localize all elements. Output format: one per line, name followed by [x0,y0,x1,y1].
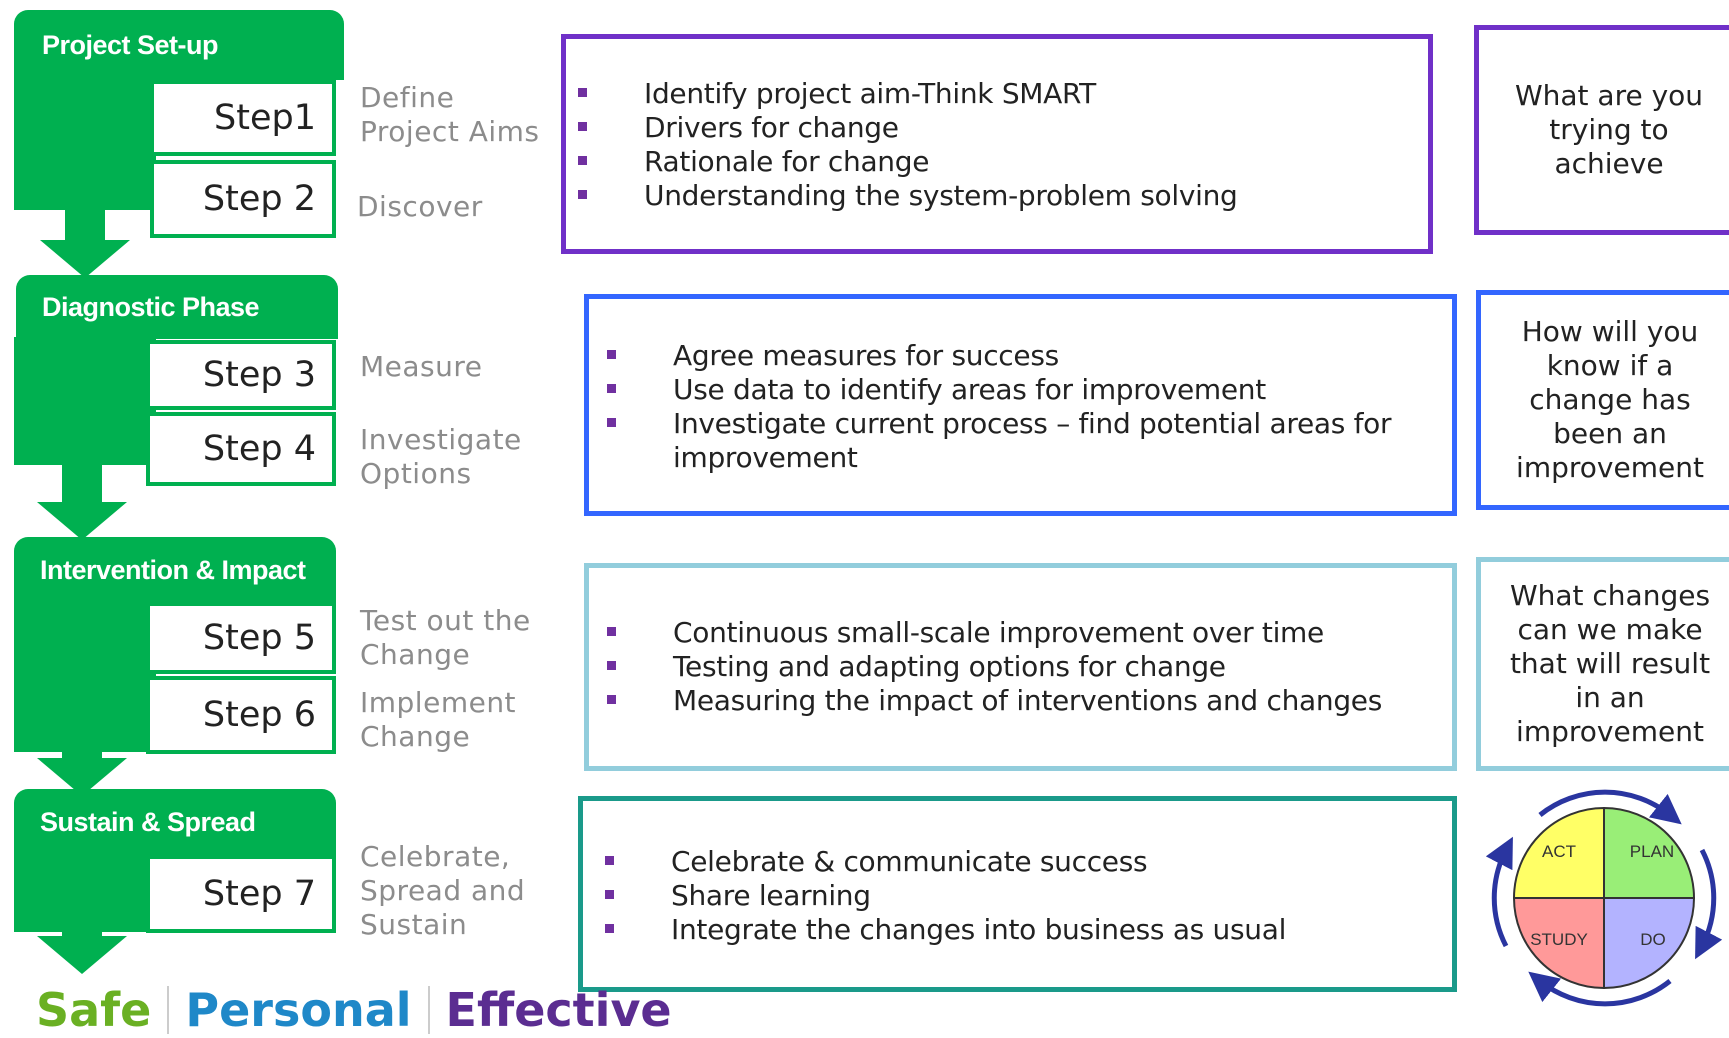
bullet-icon [578,190,587,199]
list-item: Agree measures for success [607,339,1407,373]
step-3-box: Step 3 [146,340,336,410]
footer-tagline: Safe Personal Effective [36,982,672,1038]
phase-arrow-stem [62,748,102,760]
bullet-icon [607,384,616,393]
list-item: Continuous small-scale improvement over … [607,616,1452,650]
step-2-box: Step 2 [150,160,336,238]
bullet-list: Agree measures for success Use data to i… [607,339,1407,475]
phase-body [14,852,156,932]
pdsa-cycle-diagram: ACT PLAN STUDY DO [1485,789,1723,1007]
tagline-divider [427,986,430,1034]
do-quadrant [1603,897,1696,990]
phase-header-intervention: Intervention & Impact [14,537,336,603]
bullet-icon [607,627,616,636]
bullet-icon [578,88,587,97]
step-1-box: Step1 [150,80,336,156]
bullet-list: Celebrate & communicate success Share le… [605,845,1452,947]
step-name-celebrate: Celebrate, Spread and Sustain [360,840,526,941]
bullet-box-setup: Identify project aim-Think SMART Drivers… [561,34,1433,254]
step-6-box: Step 6 [146,676,336,754]
study-quadrant [1512,897,1605,990]
phase-header-diagnostic: Diagnostic Phase [16,275,338,339]
phase-body [14,337,156,465]
step-name-test: Test out the Change [360,604,531,671]
phase-arrow-stem [62,460,102,504]
act-quadrant [1512,806,1605,899]
phase-arrow [40,240,130,278]
bullet-icon [605,890,614,899]
cycle-arrow-icon [1538,789,1682,825]
list-item: Testing and adapting options for change [607,650,1452,684]
step-label: Step 5 [202,618,316,658]
bullet-icon [605,856,614,865]
step-name-define: Define Project Aims [360,81,540,148]
list-item: Celebrate & communicate success [605,845,1452,879]
study-label: STUDY [1530,930,1588,949]
step-name-discover: Discover [357,190,483,223]
list-item: Use data to identify areas for improveme… [607,373,1407,407]
phase-header-project-setup: Project Set-up [14,10,344,80]
cycle-arrow-icon [1695,848,1723,960]
step-label: Step 3 [202,355,316,395]
phase-title: Sustain & Spread [40,806,256,837]
step-5-box: Step 5 [146,602,336,674]
step-label: Step 2 [202,179,316,219]
list-item: Investigate current process – find poten… [607,407,1407,475]
bullet-icon [607,350,616,359]
bullet-box-diagnostic: Agree measures for success Use data to i… [584,294,1457,516]
step-name-investigate: Investigate Options [360,423,522,490]
step-label: Step 6 [202,695,316,735]
phase-arrow-stem [62,928,102,938]
bullet-box-intervention: Continuous small-scale improvement over … [584,563,1457,771]
tagline-safe: Safe [36,983,152,1037]
step-4-box: Step 4 [146,412,336,486]
question-box-aim: What are you trying to achieve [1474,25,1729,235]
list-item: Identify project aim-Think SMART [578,77,1428,111]
phase-arrow [37,502,127,540]
phase-title: Intervention & Impact [40,554,306,585]
list-item: Rationale for change [578,145,1428,179]
bullet-icon [578,122,587,131]
bullet-list: Continuous small-scale improvement over … [607,616,1452,718]
phase-title: Project Set-up [42,29,219,60]
cycle-arrow-icon [1485,836,1513,948]
step-name-measure: Measure [360,350,483,383]
question-box-change: What changes can we make that will resul… [1476,557,1729,771]
step-label: Step 4 [202,429,316,469]
list-item: Understanding the system-problem solving [578,179,1428,213]
cycle-arrow-icon [1528,971,1672,1007]
step-7-box: Step 7 [146,855,336,933]
bullet-box-sustain: Celebrate & communicate success Share le… [578,796,1457,992]
list-item: Integrate the changes into business as u… [605,913,1452,947]
plan-label: PLAN [1630,842,1674,861]
phase-body [14,600,156,752]
do-label: DO [1640,930,1666,949]
bullet-icon [607,661,616,670]
bullet-icon [607,695,616,704]
tagline-divider [167,986,170,1034]
tagline-effective: Effective [445,983,672,1037]
question-box-measure: How will you know if a change has been a… [1476,290,1729,510]
step-label: Step 7 [202,874,316,914]
bullet-list: Identify project aim-Think SMART Drivers… [578,77,1428,213]
bullet-icon [578,156,587,165]
phase-header-sustain: Sustain & Spread [14,789,336,855]
tagline-personal: Personal [185,983,412,1037]
list-item: Drivers for change [578,111,1428,145]
phase-arrow [37,936,127,974]
bullet-icon [605,924,614,933]
step-name-implement: Implement Change [360,686,517,753]
phase-arrow-stem [65,205,105,243]
phase-title: Diagnostic Phase [42,291,260,322]
phase-body [14,78,156,210]
pdsa-arrows [1485,789,1723,1007]
list-item: Measuring the impact of interventions an… [607,684,1452,718]
plan-quadrant [1603,806,1696,899]
pdsa-quadrants [1512,806,1696,990]
step-label: Step1 [214,98,316,138]
list-item: Share learning [605,879,1452,913]
act-label: ACT [1542,842,1576,861]
bullet-icon [607,418,616,427]
